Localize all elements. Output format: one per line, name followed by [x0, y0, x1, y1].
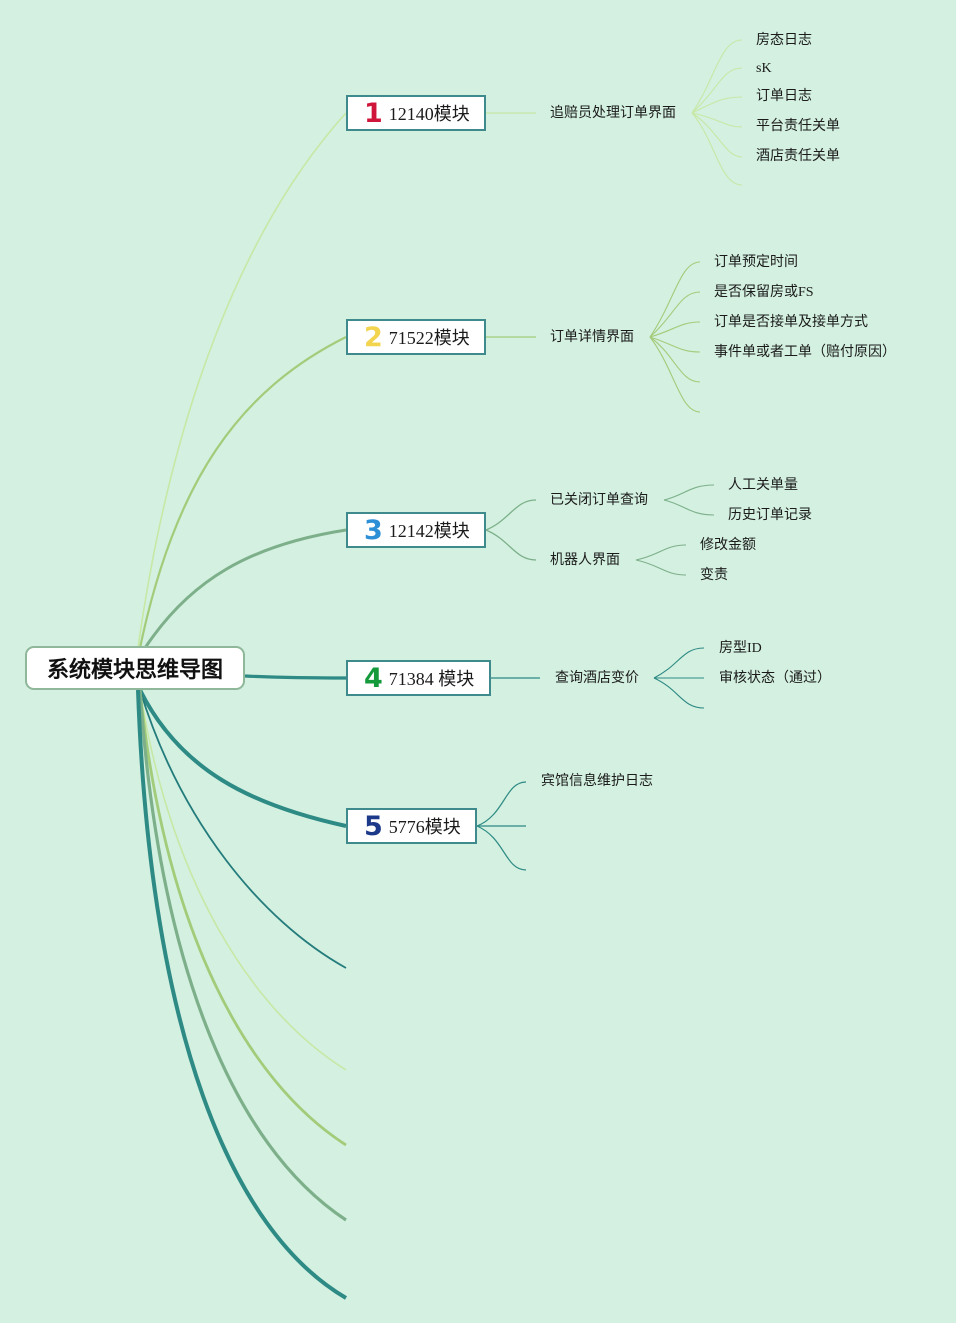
leaf-node-4[interactable]: 平台责任关单 — [756, 119, 840, 134]
leaf-node-5[interactable]: 酒店责任关单 — [756, 149, 840, 164]
leaf-node-3[interactable]: 订单日志 — [756, 89, 812, 104]
module-number-3: 3 — [364, 514, 383, 546]
leaf-node-13[interactable]: 变责 — [700, 568, 728, 583]
leaf-node-14[interactable]: 房型ID — [719, 641, 762, 656]
module-label-1: 12140模块 — [388, 104, 470, 124]
module-label-4: 71384 模块 — [388, 669, 475, 689]
leaf-fan-sub-1 — [691, 39, 743, 186]
module-node-3[interactable]: 3 12142模块 — [346, 512, 486, 548]
leaf-fan-sub-5 — [653, 647, 705, 709]
module-label-3: 12142模块 — [388, 521, 470, 541]
module-number-4: 4 — [364, 662, 383, 694]
module-number-1: 1 — [364, 97, 383, 129]
branch-root-module-4 — [244, 674, 347, 680]
leaf-fan-sub-4 — [635, 544, 687, 576]
leaf-node-11[interactable]: 历史订单记录 — [728, 508, 812, 523]
leaf-node-2[interactable]: sK — [756, 61, 772, 76]
module-node-5[interactable]: 5 5776模块 — [346, 808, 477, 844]
module-number-2: 2 — [364, 321, 383, 353]
branch-empty-4 — [138, 689, 347, 1222]
sub-node-5[interactable]: 查询酒店变价 — [555, 671, 639, 686]
root-node[interactable]: 系统模块思维导图 — [25, 646, 245, 690]
link-module-3-sub-b — [485, 529, 537, 561]
branch-empty-2 — [139, 689, 347, 1071]
link-module-5-sub-c — [476, 825, 527, 871]
branch-empty-3 — [138, 689, 347, 1147]
module-node-2[interactable]: 2 71522模块 — [346, 319, 486, 355]
module-label-5: 5776模块 — [388, 817, 461, 837]
sub-node-3[interactable]: 已关闭订单查询 — [550, 493, 648, 508]
leaf-node-15[interactable]: 审核状态（通过） — [719, 671, 831, 686]
branch-root-module-5 — [138, 689, 347, 828]
module-node-4[interactable]: 4 71384 模块 — [346, 660, 491, 696]
leaf-fan-sub-3 — [663, 484, 715, 516]
leaf-node-9[interactable]: 事件单或者工单（赔付原因） — [714, 345, 896, 360]
branch-root-module-2 — [138, 336, 347, 649]
leaf-fan-sub-2 — [649, 261, 701, 413]
root-label: 系统模块思维导图 — [46, 658, 223, 683]
leaf-node-10[interactable]: 人工关单量 — [728, 478, 798, 493]
leaf-node-6[interactable]: 订单预定时间 — [714, 255, 798, 270]
module-label-2: 71522模块 — [388, 328, 470, 348]
link-module-5-sub-a — [476, 781, 527, 827]
leaf-node-7[interactable]: 是否保留房或FS — [714, 285, 814, 300]
sub-node-4[interactable]: 机器人界面 — [550, 553, 620, 568]
sub-node-6[interactable]: 宾馆信息维护日志 — [541, 774, 653, 789]
branch-root-module-1 — [137, 112, 347, 649]
branch-root-module-3 — [143, 528, 347, 649]
module-number-5: 5 — [364, 810, 383, 842]
branch-empty-5 — [136, 689, 348, 1300]
leaf-node-12[interactable]: 修改金额 — [700, 538, 756, 553]
leaf-node-8[interactable]: 订单是否接单及接单方式 — [714, 315, 868, 330]
module-node-1[interactable]: 1 12140模块 — [346, 95, 486, 131]
leaf-node-1[interactable]: 房态日志 — [756, 33, 812, 48]
link-module-3-sub-a — [485, 499, 537, 531]
branch-empty-1 — [139, 689, 347, 969]
sub-node-1[interactable]: 追赔员处理订单界面 — [550, 106, 676, 121]
sub-node-2[interactable]: 订单详情界面 — [550, 330, 634, 345]
